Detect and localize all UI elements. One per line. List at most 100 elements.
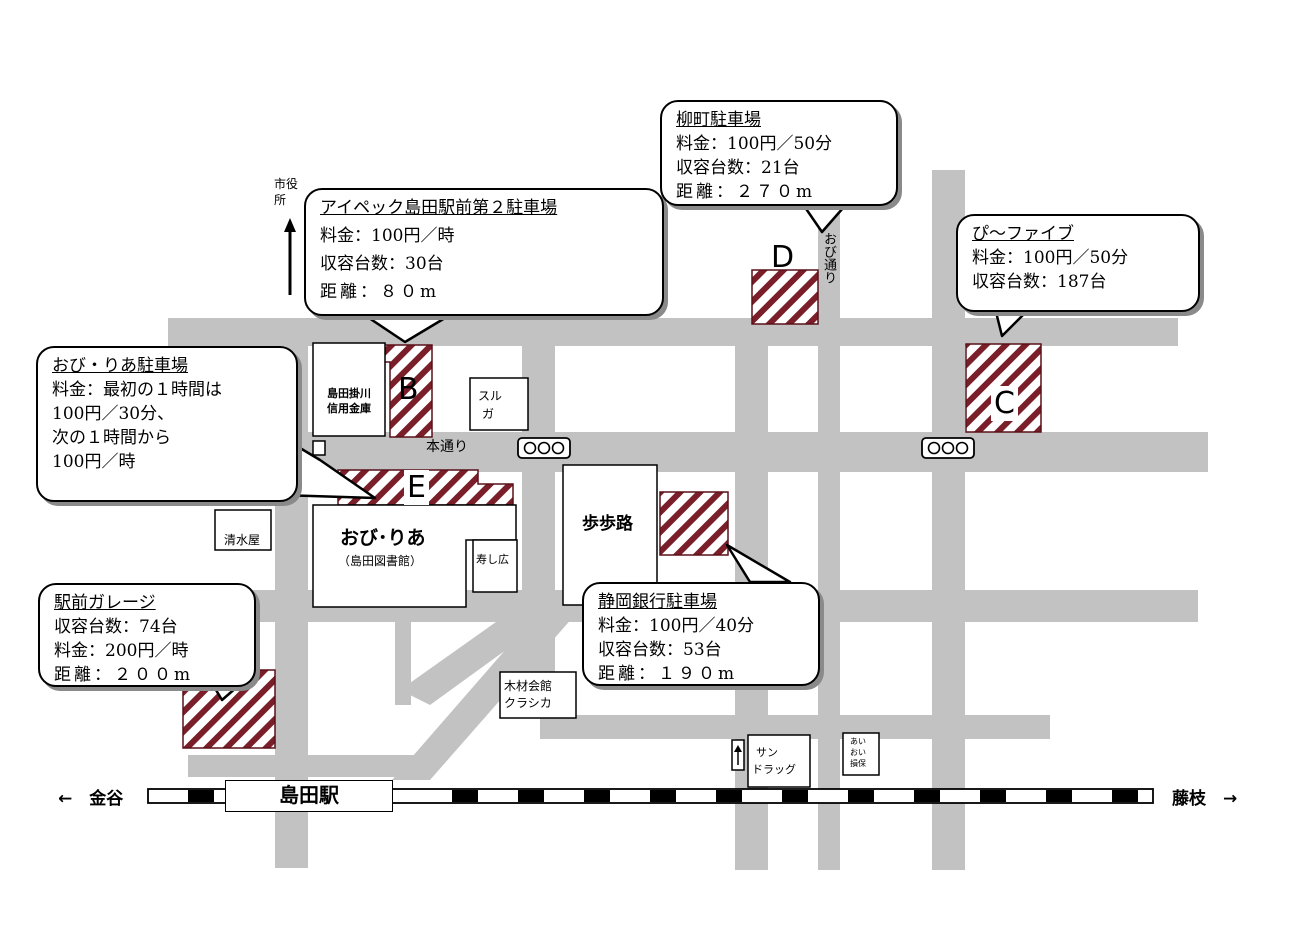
building-label-hohoro: 歩歩路 <box>582 514 633 534</box>
callout-line: 料金：100円／時 <box>320 226 455 246</box>
city-hall-label-line: 所 <box>274 193 287 207</box>
callout-line: 収容台数：53台 <box>598 640 722 660</box>
station-name: 島田駅 <box>279 783 339 807</box>
callout-line: 収容台数：30台 <box>320 254 444 274</box>
building-obiria <box>312 504 517 608</box>
rail-tie <box>518 790 544 802</box>
building-shimizuya <box>214 509 272 551</box>
building-label-line: 島田掛川 <box>327 387 371 400</box>
station-box: 島田駅 <box>225 780 393 812</box>
callout-line: 収容台数：74台 <box>54 617 178 637</box>
building-label-mokuzai: 木材会館 クラシカ <box>504 678 552 712</box>
building-suruga <box>469 377 529 431</box>
parking-lot-d <box>751 269 819 325</box>
building-label-sundrug: サン ドラッグ <box>752 744 796 778</box>
city-hall-label-line: 市役 <box>274 177 299 191</box>
building-sushi <box>472 539 518 593</box>
callout-pifive-parking: ぴ～ファイブ 料金：100円／50分 収容台数：187台 <box>956 214 1200 312</box>
callout-title: 静岡銀行駐車場 <box>598 592 717 612</box>
rail-direction-east: 藤枝 → <box>1172 789 1238 809</box>
building-label-line: あい <box>850 737 866 746</box>
building-mokuzai <box>499 671 577 719</box>
one-way-arrow-icon <box>731 739 745 771</box>
building-label-line: スル <box>478 389 503 403</box>
building-label-shinkin: 島田掛川 信用金庫 <box>317 386 381 416</box>
rail-tie <box>848 790 874 802</box>
traffic-signals <box>517 437 975 459</box>
rail-tie <box>782 790 808 802</box>
building-label-line: サン <box>756 746 778 759</box>
callout-line: 収容台数：21台 <box>676 158 800 178</box>
callout-title: ぴ～ファイブ <box>972 224 1074 244</box>
callout-line: 距離：２００m <box>54 665 194 685</box>
road-station-front <box>188 755 418 777</box>
building-label-line: 木材会館 <box>504 679 553 693</box>
rail-tie <box>650 790 676 802</box>
road-obi-dori <box>818 200 840 870</box>
buildings-shapes <box>214 342 880 788</box>
callout-line: 距離：１９０m <box>598 664 738 684</box>
building-label-line: おい <box>850 748 866 757</box>
parking-lot-shizuoka-bank <box>659 491 729 556</box>
lot-label-b: B <box>398 372 419 407</box>
rail-tie <box>980 790 1006 802</box>
signal-small-west <box>312 440 326 456</box>
callout-line: 収容台数：187台 <box>972 272 1107 292</box>
rail-direction-west: ← 金谷 <box>58 789 124 809</box>
callout-line: 次の１時間から <box>52 428 171 448</box>
rail-tie <box>1112 790 1138 802</box>
building-label-line: 信用金庫 <box>327 402 371 415</box>
street-label-obidori: おび通り <box>821 232 836 284</box>
rail-tie <box>914 790 940 802</box>
callout-line: 料金：100円／40分 <box>598 616 755 636</box>
railway <box>147 788 1154 804</box>
building-label-library: （島田図書館） <box>338 554 423 568</box>
building-label-sushi: 寿し広 <box>476 553 509 566</box>
callout-yanagimachi-parking: 柳町駐車場 料金：100円／50分 収容台数：21台 距離：２７０m <box>660 100 898 206</box>
callout-title: アイペック島田駅前第２駐車場 <box>320 198 558 218</box>
building-label-shimizuya: 清水屋 <box>224 533 261 547</box>
parking-lots <box>182 269 1042 749</box>
building-hohoro <box>562 464 658 606</box>
callout-title: おび・りあ駐車場 <box>52 356 188 376</box>
building-shinkin <box>312 342 386 437</box>
callout-line: 料金：100円／50分 <box>972 248 1129 268</box>
building-label-line: 損保 <box>850 759 866 768</box>
callout-obiria-parking: おび・りあ駐車場 料金：最初の１時間は 100円／30分、 次の１時間から 10… <box>36 346 298 502</box>
callout-title: 駅前ガレージ <box>54 593 156 613</box>
building-aioi <box>842 732 880 776</box>
building-label-line: クラシカ <box>504 696 552 710</box>
road-diagonal <box>392 610 574 780</box>
building-label-suruga: スル ガ <box>478 387 502 423</box>
road-diagonal-2 <box>400 605 550 705</box>
street-label-hondori: 本通り <box>426 439 468 455</box>
rail-tie <box>716 790 742 802</box>
callout-line: 100円／30分、 <box>52 404 175 424</box>
rail-tie <box>188 790 214 802</box>
building-label-line: ガ <box>482 407 495 421</box>
callout-line: 距離：２７０m <box>676 182 816 202</box>
building-label-obiria: おび･りあ <box>340 527 426 549</box>
lot-label-e: E <box>404 470 429 505</box>
road-hondori <box>290 432 1208 472</box>
lot-label-c: C <box>991 386 1018 421</box>
building-sundrug <box>747 734 811 788</box>
callout-line: 100円／時 <box>52 452 136 472</box>
city-hall-label: 市役 所 <box>274 176 298 208</box>
callout-ekimae-garage: 駅前ガレージ 収容台数：74台 料金：200円／時 距離：２００m <box>38 583 256 687</box>
callout-line: 料金：200円／時 <box>54 641 189 661</box>
rail-tie <box>1046 790 1072 802</box>
rail-tie <box>452 790 478 802</box>
road-north-horizontal <box>168 318 1178 346</box>
callout-shizuoka-bank-parking: 静岡銀行駐車場 料金：100円／40分 収容台数：53台 距離：１９０m <box>582 582 820 686</box>
building-label-line: ドラッグ <box>752 763 796 776</box>
rail-tie <box>584 790 610 802</box>
callout-ipec-parking: アイペック島田駅前第２駐車場 料金：100円／時 収容台数：30台 距離：８０m <box>304 188 664 316</box>
lot-label-d: D <box>771 240 795 275</box>
callout-title: 柳町駐車場 <box>676 110 761 130</box>
building-label-aioi: あい おい 損保 <box>850 736 866 769</box>
city-hall-arrow <box>284 218 296 295</box>
callout-line: 料金：100円／50分 <box>676 134 833 154</box>
callout-line: 料金：最初の１時間は <box>52 380 222 400</box>
callout-line: 距離：８０m <box>320 282 440 302</box>
